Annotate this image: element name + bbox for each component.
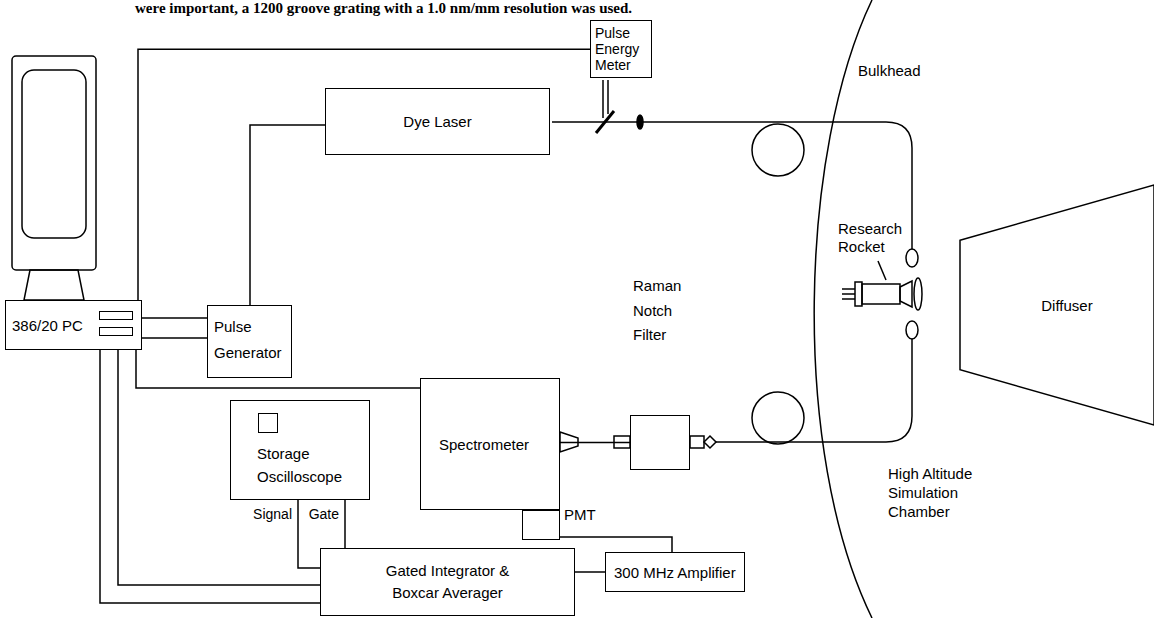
part-label: High Altitude Simulation Chamber (888, 465, 988, 521)
integrator-box: Gated Integrator & Boxcar Averager (320, 548, 575, 616)
signal-wire (142, 317, 207, 319)
signal-wire (250, 125, 325, 305)
detector-box: PMT (522, 510, 560, 540)
wire-label: Gate (308, 506, 340, 522)
amplifier-box: 300 MHz Amplifier (605, 552, 745, 592)
node-label: Storage Oscilloscope (257, 443, 352, 488)
part-label: Research Rocket (838, 220, 908, 256)
computer-box: 386/20 PC (5, 300, 142, 350)
signal-wire (575, 571, 605, 573)
rocket-nozzle (900, 281, 912, 307)
page-text: were important, a 1200 groove grating wi… (135, 0, 632, 17)
rocket-injector (855, 282, 862, 306)
signal-wire (142, 337, 207, 339)
beam-splitter (596, 111, 614, 133)
fiber-coil (752, 124, 804, 176)
node-label: Dye Laser (403, 113, 471, 130)
optical-port (906, 249, 918, 267)
monitor-screen (22, 70, 86, 238)
generator-box: Pulse Generator (207, 305, 292, 378)
probe-volume (914, 278, 922, 310)
rocket-feed (842, 293, 855, 295)
node-label: Gated Integrator & Boxcar Averager (380, 560, 515, 605)
leader-line (878, 261, 886, 280)
fiber-connector (690, 436, 704, 448)
filter-box: Raman Notch Filter (630, 415, 690, 470)
monitor-stand (24, 270, 84, 300)
pickoff-beam (602, 80, 604, 118)
node-label: Spectrometer (439, 436, 529, 453)
signal-wire (138, 49, 590, 300)
node-label: Diffuser (1041, 297, 1092, 314)
node-label: Raman Notch Filter (633, 274, 703, 348)
part-label: Bulkhead (858, 62, 921, 79)
rocket-feed (842, 288, 855, 290)
spectrometer-box: Spectrometer (420, 378, 560, 510)
node-label: PMT (564, 506, 596, 523)
fiber-coil (752, 392, 804, 444)
coupling-lens (637, 115, 643, 129)
signal-wire (560, 442, 630, 444)
pickoff-beam (607, 80, 609, 114)
node-label: Pulse Energy Meter (595, 25, 647, 73)
monitor-case (12, 56, 96, 270)
optical-port (906, 321, 918, 339)
diffuser-outline (960, 185, 1154, 425)
diffuser-shape: Diffuser (960, 185, 1154, 425)
node-label: Pulse Generator (214, 314, 286, 367)
scope-screen (258, 413, 278, 433)
drive-slot (99, 327, 133, 336)
rocket-feed (842, 298, 855, 300)
drive-slot (99, 311, 133, 320)
laser-box: Dye Laser (325, 88, 550, 155)
signal-wire (344, 500, 346, 548)
node-label: 386/20 PC (12, 317, 83, 334)
collection-fiber (716, 339, 912, 442)
wire-label: Signal (252, 506, 293, 522)
rocket-chamber (862, 284, 900, 304)
fiber-connector (704, 436, 716, 448)
oscilloscope-box: Storage Oscilloscope (230, 400, 370, 500)
bulkhead-wall (814, 0, 872, 618)
signal-wire (560, 537, 672, 552)
node-label: 300 MHz Amplifier (614, 564, 736, 581)
meter-box: Pulse Energy Meter (590, 20, 652, 78)
